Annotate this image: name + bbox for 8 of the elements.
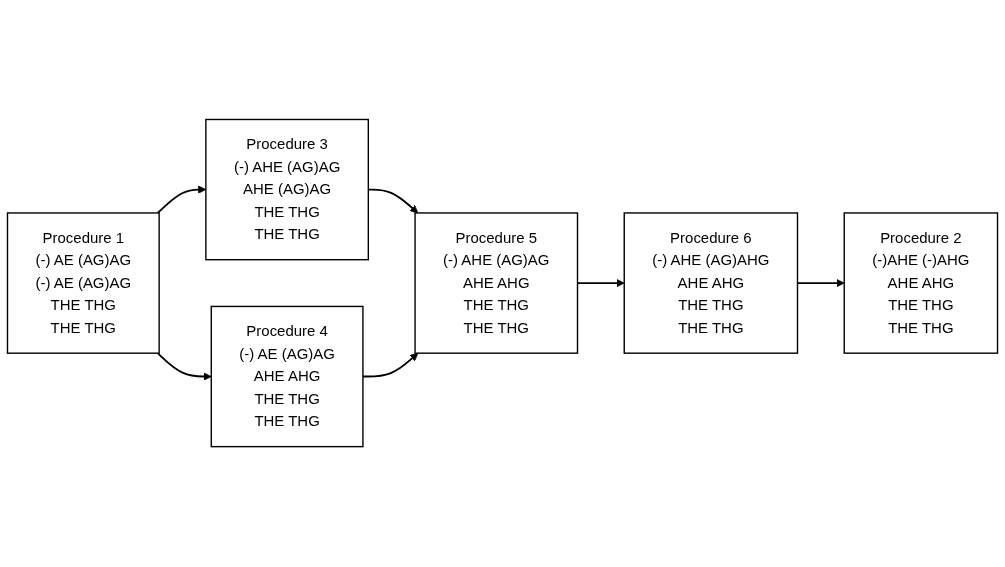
node-box: Procedure 4 (-) AE (AG)AG AHE AHG THE THG THE THG: [210, 306, 364, 448]
node-box: Procedure 2 (-)AHE (-)AHG AHE AHG THE THG THE THG: [843, 212, 999, 355]
arrow: [156, 352, 212, 382]
node-box: Procedure 6 (-) AHE (AG)AHG AHE AHG THE THG THE THG: [623, 212, 799, 355]
node-box: Procedure 5 (-) AHE (AG)AG AHE AHG THE THG THE THG: [414, 212, 579, 355]
node-box: Procedure 1 (-) AE (AG)AG (-) AE (AG)AG THE THG THE THG: [6, 212, 160, 355]
node-box: Procedure 3 (-) AHE (AG)AG AHE (AG)AG THE THG THE THG: [205, 119, 369, 261]
arrow: [362, 353, 419, 378]
